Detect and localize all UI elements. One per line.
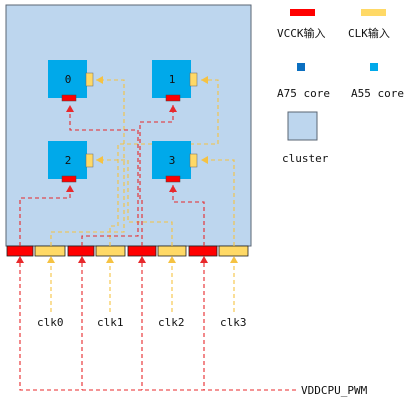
core-1: 1 bbox=[152, 60, 198, 102]
clk-route-core1 bbox=[109, 79, 219, 246]
core-box bbox=[152, 141, 191, 179]
core-3: 3 bbox=[152, 141, 198, 183]
clk0-label: clk0 bbox=[37, 316, 64, 329]
arrow-core1-clk bbox=[201, 76, 208, 84]
arrow-clk2 bbox=[168, 256, 176, 263]
arrow-vcck-1 bbox=[78, 256, 86, 263]
legend-a75-label: A75 core bbox=[277, 87, 330, 100]
arrow-core2-vcck bbox=[66, 185, 74, 192]
legend-a55-swatch bbox=[370, 63, 378, 71]
core-box bbox=[48, 141, 87, 179]
legend-a75-swatch bbox=[297, 63, 305, 71]
legend-clk-label: CLK输入 bbox=[348, 26, 390, 40]
legend-vcck-label: VCCK输入 bbox=[277, 26, 326, 40]
arrow-core1-vcck bbox=[169, 105, 177, 112]
core-vcck-pin bbox=[61, 175, 77, 183]
clk-lines bbox=[50, 79, 235, 312]
vcck-route-core3 bbox=[172, 185, 205, 246]
vcck-route-core2 bbox=[19, 185, 71, 246]
arrowheads bbox=[16, 76, 238, 263]
core-clk-pin bbox=[85, 72, 94, 87]
core-label: 3 bbox=[169, 154, 176, 167]
core-vcck-pin bbox=[61, 94, 77, 102]
clk-route-core2 bbox=[96, 159, 173, 246]
clk3-label: clk3 bbox=[220, 316, 247, 329]
clk-pad-1 bbox=[95, 245, 126, 257]
core-vcck-pin bbox=[165, 94, 181, 102]
core-0: 0 bbox=[48, 60, 94, 102]
legend-cluster-swatch bbox=[287, 111, 318, 141]
connector-pads bbox=[6, 245, 249, 257]
arrow-vcck-0 bbox=[16, 256, 24, 263]
core-box bbox=[152, 60, 191, 98]
core-box bbox=[48, 60, 87, 98]
core-vcck-pin bbox=[165, 175, 181, 183]
core-clk-pin bbox=[189, 153, 198, 168]
core-clk-pin bbox=[85, 153, 94, 168]
vcck-route-core1 bbox=[139, 105, 174, 246]
legend-clk-swatch bbox=[361, 9, 386, 16]
arrow-core3-clk bbox=[201, 156, 208, 164]
arrow-core3-vcck bbox=[169, 185, 177, 192]
legend-a55-label: A55 core bbox=[351, 87, 404, 100]
clk-pad-2 bbox=[157, 245, 187, 257]
vcck-pad-3 bbox=[188, 245, 218, 257]
clk2-label: clk2 bbox=[158, 316, 185, 329]
arrow-core0-vcck bbox=[66, 105, 74, 112]
legend: VCCK输入 CLK输入 A75 core A55 core cluster bbox=[277, 9, 404, 165]
core-label: 1 bbox=[169, 73, 176, 86]
arrow-clk3 bbox=[230, 256, 238, 263]
clk-pad-0 bbox=[34, 245, 66, 257]
core-label: 0 bbox=[65, 73, 72, 86]
clk-route-core0 bbox=[50, 79, 125, 246]
vcck-pad-2 bbox=[127, 245, 157, 257]
arrow-core0-clk bbox=[96, 76, 103, 84]
core-label: 2 bbox=[65, 154, 72, 167]
vcck-main-bus bbox=[19, 256, 299, 391]
core-2: 2 bbox=[48, 141, 94, 183]
clk-pad-3 bbox=[218, 245, 249, 257]
vcck-route-core0 bbox=[69, 105, 139, 246]
arrow-clk1 bbox=[106, 256, 114, 263]
vcck-pad-1 bbox=[67, 245, 95, 257]
clk1-label: clk1 bbox=[97, 316, 124, 329]
vcck-lines bbox=[19, 105, 299, 391]
arrow-vcck-2 bbox=[138, 256, 146, 263]
core-clk-pin bbox=[189, 72, 198, 87]
arrow-core2-clk bbox=[96, 156, 103, 164]
vcck-pad-0 bbox=[6, 245, 34, 257]
supply-label: VDDCPU_PWM bbox=[301, 384, 368, 397]
clk-route-core3 bbox=[201, 159, 235, 246]
arrow-clk0 bbox=[47, 256, 55, 263]
legend-cluster-label: cluster bbox=[282, 152, 329, 165]
arrow-vcck-3 bbox=[200, 256, 208, 263]
legend-vcck-swatch bbox=[290, 9, 315, 16]
